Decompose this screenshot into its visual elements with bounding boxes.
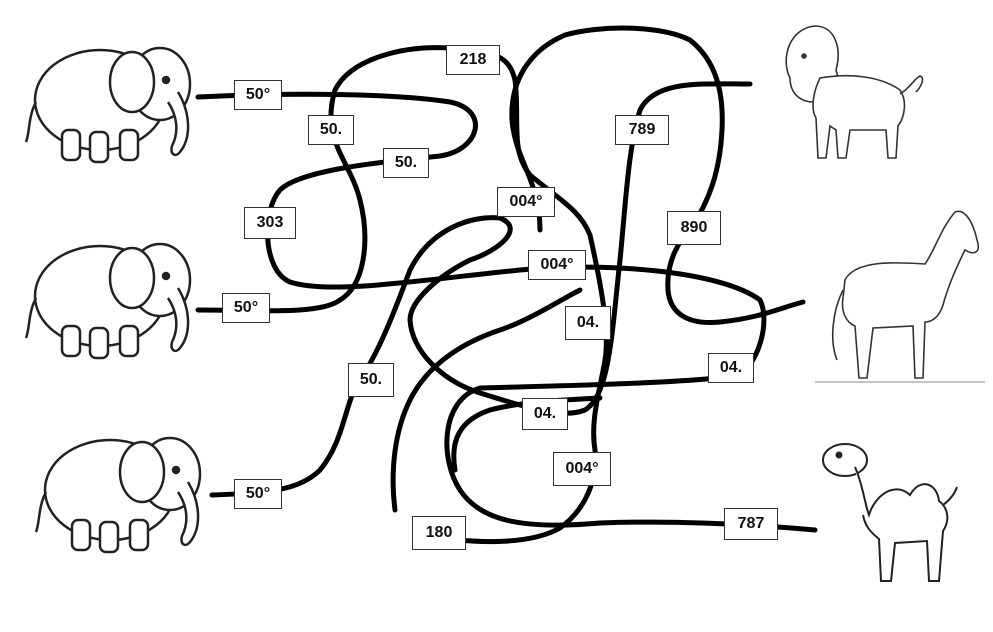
path-label: 787 — [724, 508, 778, 540]
path-label: 04. — [565, 306, 611, 340]
path-label: 004° — [497, 187, 555, 217]
path-line — [195, 45, 609, 545]
path-label: 303 — [244, 207, 296, 239]
elephant-icon — [24, 46, 192, 164]
path-line — [390, 287, 583, 513]
path-label: 04. — [522, 398, 568, 430]
path-line — [195, 91, 818, 533]
elephant-icon — [24, 242, 192, 360]
path-line — [509, 25, 806, 326]
path-label: 50. — [308, 115, 354, 145]
path-label: 50° — [222, 293, 270, 323]
path-label: 50. — [383, 148, 429, 178]
elephant-icon — [34, 436, 202, 554]
path-label: 789 — [615, 115, 669, 145]
path-label: 50. — [348, 363, 394, 397]
lion-icon — [785, 25, 924, 159]
horse-icon — [815, 210, 985, 383]
path-label: 50° — [234, 479, 282, 509]
path-label: 04. — [708, 353, 754, 383]
path-label: 004° — [528, 250, 586, 280]
path-label: 50° — [234, 80, 282, 110]
path-label: 890 — [667, 211, 721, 245]
camel-icon — [822, 443, 958, 582]
path-label: 180 — [412, 516, 466, 550]
path-label: 218 — [446, 45, 500, 75]
path-label: 004° — [553, 452, 611, 486]
